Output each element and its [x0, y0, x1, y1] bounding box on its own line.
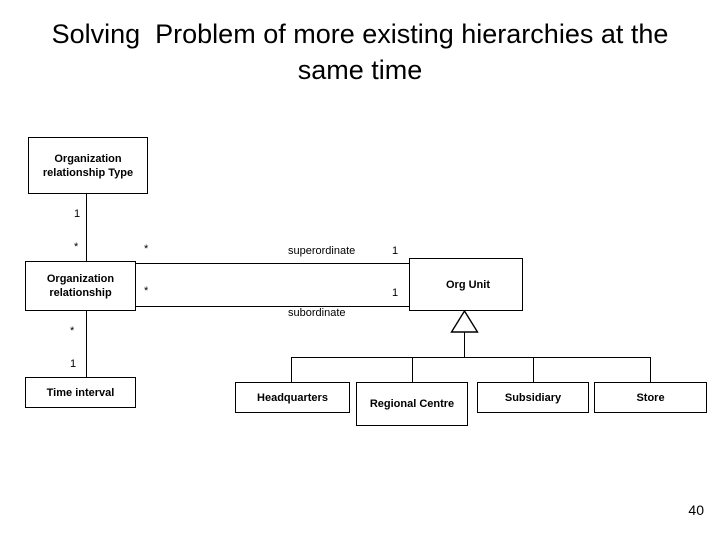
multiplicity-relationship-to-timeinterval-upper: *	[70, 325, 75, 337]
role-label-subordinate: subordinate	[288, 307, 346, 319]
class-box-subsidiary[interactable]: Subsidiary	[477, 382, 589, 413]
connector-subordinate	[136, 306, 410, 307]
connector-superordinate	[136, 263, 410, 264]
class-box-org-relationship-type[interactable]: Organization relationship Type	[28, 137, 148, 194]
multiplicity-type-to-relationship-upper: 1	[74, 208, 81, 220]
multiplicity-subordinate-target: 1	[392, 287, 399, 299]
connector-drop-subsidiary	[533, 357, 534, 382]
class-box-org-unit[interactable]: Org Unit	[409, 258, 523, 311]
connector-type-to-relationship	[86, 194, 87, 261]
class-box-headquarters[interactable]: Headquarters	[235, 382, 350, 413]
connector-generalization-stem	[464, 332, 465, 358]
class-box-store[interactable]: Store	[594, 382, 707, 413]
multiplicity-type-to-relationship-lower: *	[74, 241, 79, 253]
connector-relationship-to-timeinterval	[86, 311, 87, 377]
multiplicity-superordinate-source: *	[144, 243, 149, 255]
generalization-triangle-icon	[450, 310, 479, 333]
multiplicity-relationship-to-timeinterval-lower: 1	[70, 358, 77, 370]
connector-drop-headquarters	[291, 357, 292, 382]
connector-drop-regional-centre	[412, 357, 413, 382]
multiplicity-subordinate-source: *	[144, 285, 149, 297]
role-label-superordinate: superordinate	[288, 245, 356, 257]
class-box-org-relationship[interactable]: Organization relationship	[25, 261, 136, 311]
class-box-time-interval[interactable]: Time interval	[25, 377, 136, 408]
connector-drop-store	[650, 357, 651, 382]
class-box-regional-centre[interactable]: Regional Centre	[356, 382, 468, 426]
page-number: 40	[688, 502, 704, 518]
connector-generalization-bar	[291, 357, 651, 358]
page-title: Solving Problem of more existing hierarc…	[51, 19, 676, 85]
multiplicity-superordinate-target: 1	[392, 245, 399, 257]
